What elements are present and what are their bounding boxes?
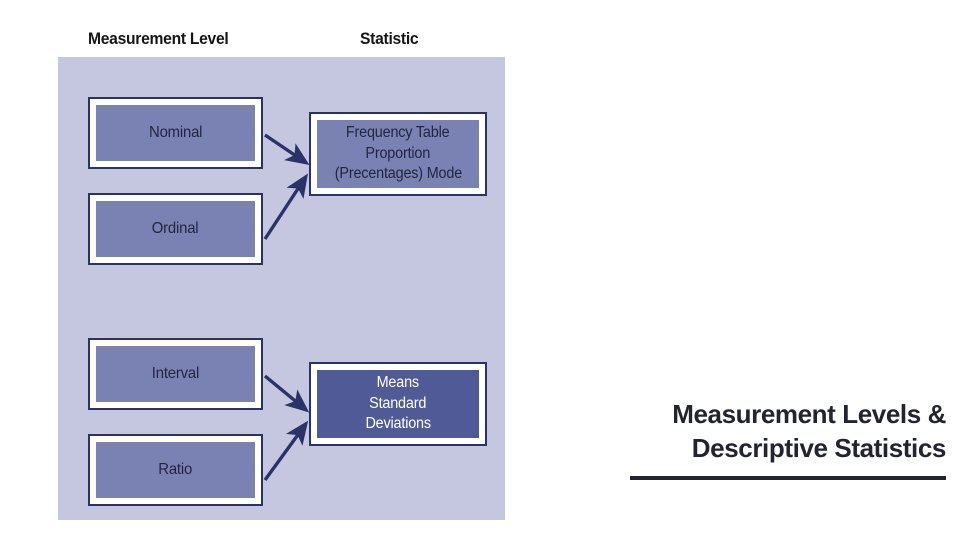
node-ordinal-label: Ordinal — [152, 220, 199, 238]
node-interval-fill: Interval — [96, 346, 255, 402]
node-ratio-label: Ratio — [158, 461, 193, 479]
diagram-panel: Nominal Ordinal Interval Ratio Frequency… — [58, 57, 505, 520]
node-frequency-fill: Frequency Table Proportion (Precentages)… — [317, 120, 479, 188]
node-ordinal-fill: Ordinal — [96, 201, 255, 257]
arrow-ratio-to-means — [263, 420, 309, 481]
arrow-nominal-to-frequency — [264, 133, 310, 166]
slide-title-block: Measurement Levels & Descriptive Statist… — [600, 398, 946, 480]
column-header-measurement-level: Measurement Level — [88, 29, 229, 48]
node-frequency-line-1: Frequency Table — [346, 124, 450, 142]
arrow-interval-to-means — [263, 374, 310, 413]
slide-title-line-2: Descriptive Statistics — [691, 432, 947, 463]
node-interval-label: Interval — [151, 365, 200, 383]
node-nominal-label: Nominal — [148, 124, 203, 142]
node-means-line-2: Standard — [369, 394, 427, 412]
node-means-fill: Means Standard Deviations — [317, 370, 479, 438]
title-underline-rule — [630, 475, 946, 480]
node-ratio[interactable]: Ratio — [88, 434, 263, 506]
node-means-statistics[interactable]: Means Standard Deviations — [309, 362, 487, 446]
node-means-line-1: Means — [376, 374, 420, 392]
column-header-statistic: Statistic — [360, 29, 419, 48]
node-frequency-line-3: (Precentages) Mode — [334, 165, 462, 183]
node-nominal-fill: Nominal — [96, 105, 255, 161]
node-frequency-statistics[interactable]: Frequency Table Proportion (Precentages)… — [309, 112, 487, 196]
node-ratio-fill: Ratio — [96, 442, 255, 498]
node-interval[interactable]: Interval — [88, 338, 263, 410]
node-frequency-line-2: Proportion — [365, 144, 431, 162]
node-ordinal[interactable]: Ordinal — [88, 193, 263, 265]
node-means-line-3: Deviations — [365, 415, 431, 433]
slide-title-line-1: Measurement Levels & — [672, 399, 946, 429]
arrow-ordinal-to-frequency — [263, 173, 308, 240]
node-nominal[interactable]: Nominal — [88, 97, 263, 169]
